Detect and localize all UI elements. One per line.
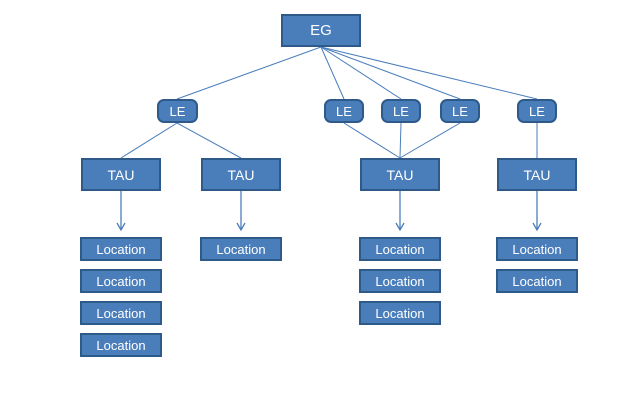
node-location-g3-1[interactable]: Location (359, 237, 441, 261)
node-location-g2-1[interactable]: Location (200, 237, 282, 261)
node-eg[interactable]: EG (281, 14, 361, 47)
node-location-g1-4[interactable]: Location (80, 333, 162, 357)
node-le-5[interactable]: LE (517, 99, 557, 123)
edge-eg-le-3 (320, 46, 402, 100)
edge-eg-le-1 (176, 46, 322, 100)
node-tau-1[interactable]: TAU (81, 158, 161, 191)
node-location-g4-2[interactable]: Location (496, 269, 578, 293)
node-tau-4[interactable]: TAU (497, 158, 577, 191)
edge-le-tau-5 (399, 122, 461, 159)
node-le-2[interactable]: LE (324, 99, 364, 123)
node-location-g3-2[interactable]: Location (359, 269, 441, 293)
edge-eg-le-2 (320, 46, 345, 100)
edges-le-to-tau (120, 122, 538, 159)
arrowhead-tau-location-4 (532, 222, 542, 232)
node-tau-2[interactable]: TAU (201, 158, 281, 191)
node-location-g3-3[interactable]: Location (359, 301, 441, 325)
arrowhead-tau-location-1 (116, 222, 126, 232)
node-location-g1-3[interactable]: Location (80, 301, 162, 325)
edge-le-tau-4 (399, 122, 402, 159)
node-location-g1-2[interactable]: Location (80, 269, 162, 293)
edge-le-tau-2 (176, 122, 242, 159)
node-le-4[interactable]: LE (440, 99, 480, 123)
arrows-tau-to-location (116, 191, 542, 232)
node-le-3[interactable]: LE (381, 99, 421, 123)
arrowhead-tau-location-2 (236, 222, 246, 232)
edges-eg-to-le (176, 46, 538, 100)
edge-le-tau-1 (120, 122, 178, 159)
edge-eg-le-5 (320, 46, 538, 100)
edge-eg-le-4 (320, 46, 461, 100)
node-location-g4-1[interactable]: Location (496, 237, 578, 261)
arrowhead-tau-location-3 (395, 222, 405, 232)
node-tau-3[interactable]: TAU (360, 158, 440, 191)
node-le-1[interactable]: LE (157, 99, 198, 123)
edge-le-tau-3 (343, 122, 401, 159)
node-location-g1-1[interactable]: Location (80, 237, 162, 261)
